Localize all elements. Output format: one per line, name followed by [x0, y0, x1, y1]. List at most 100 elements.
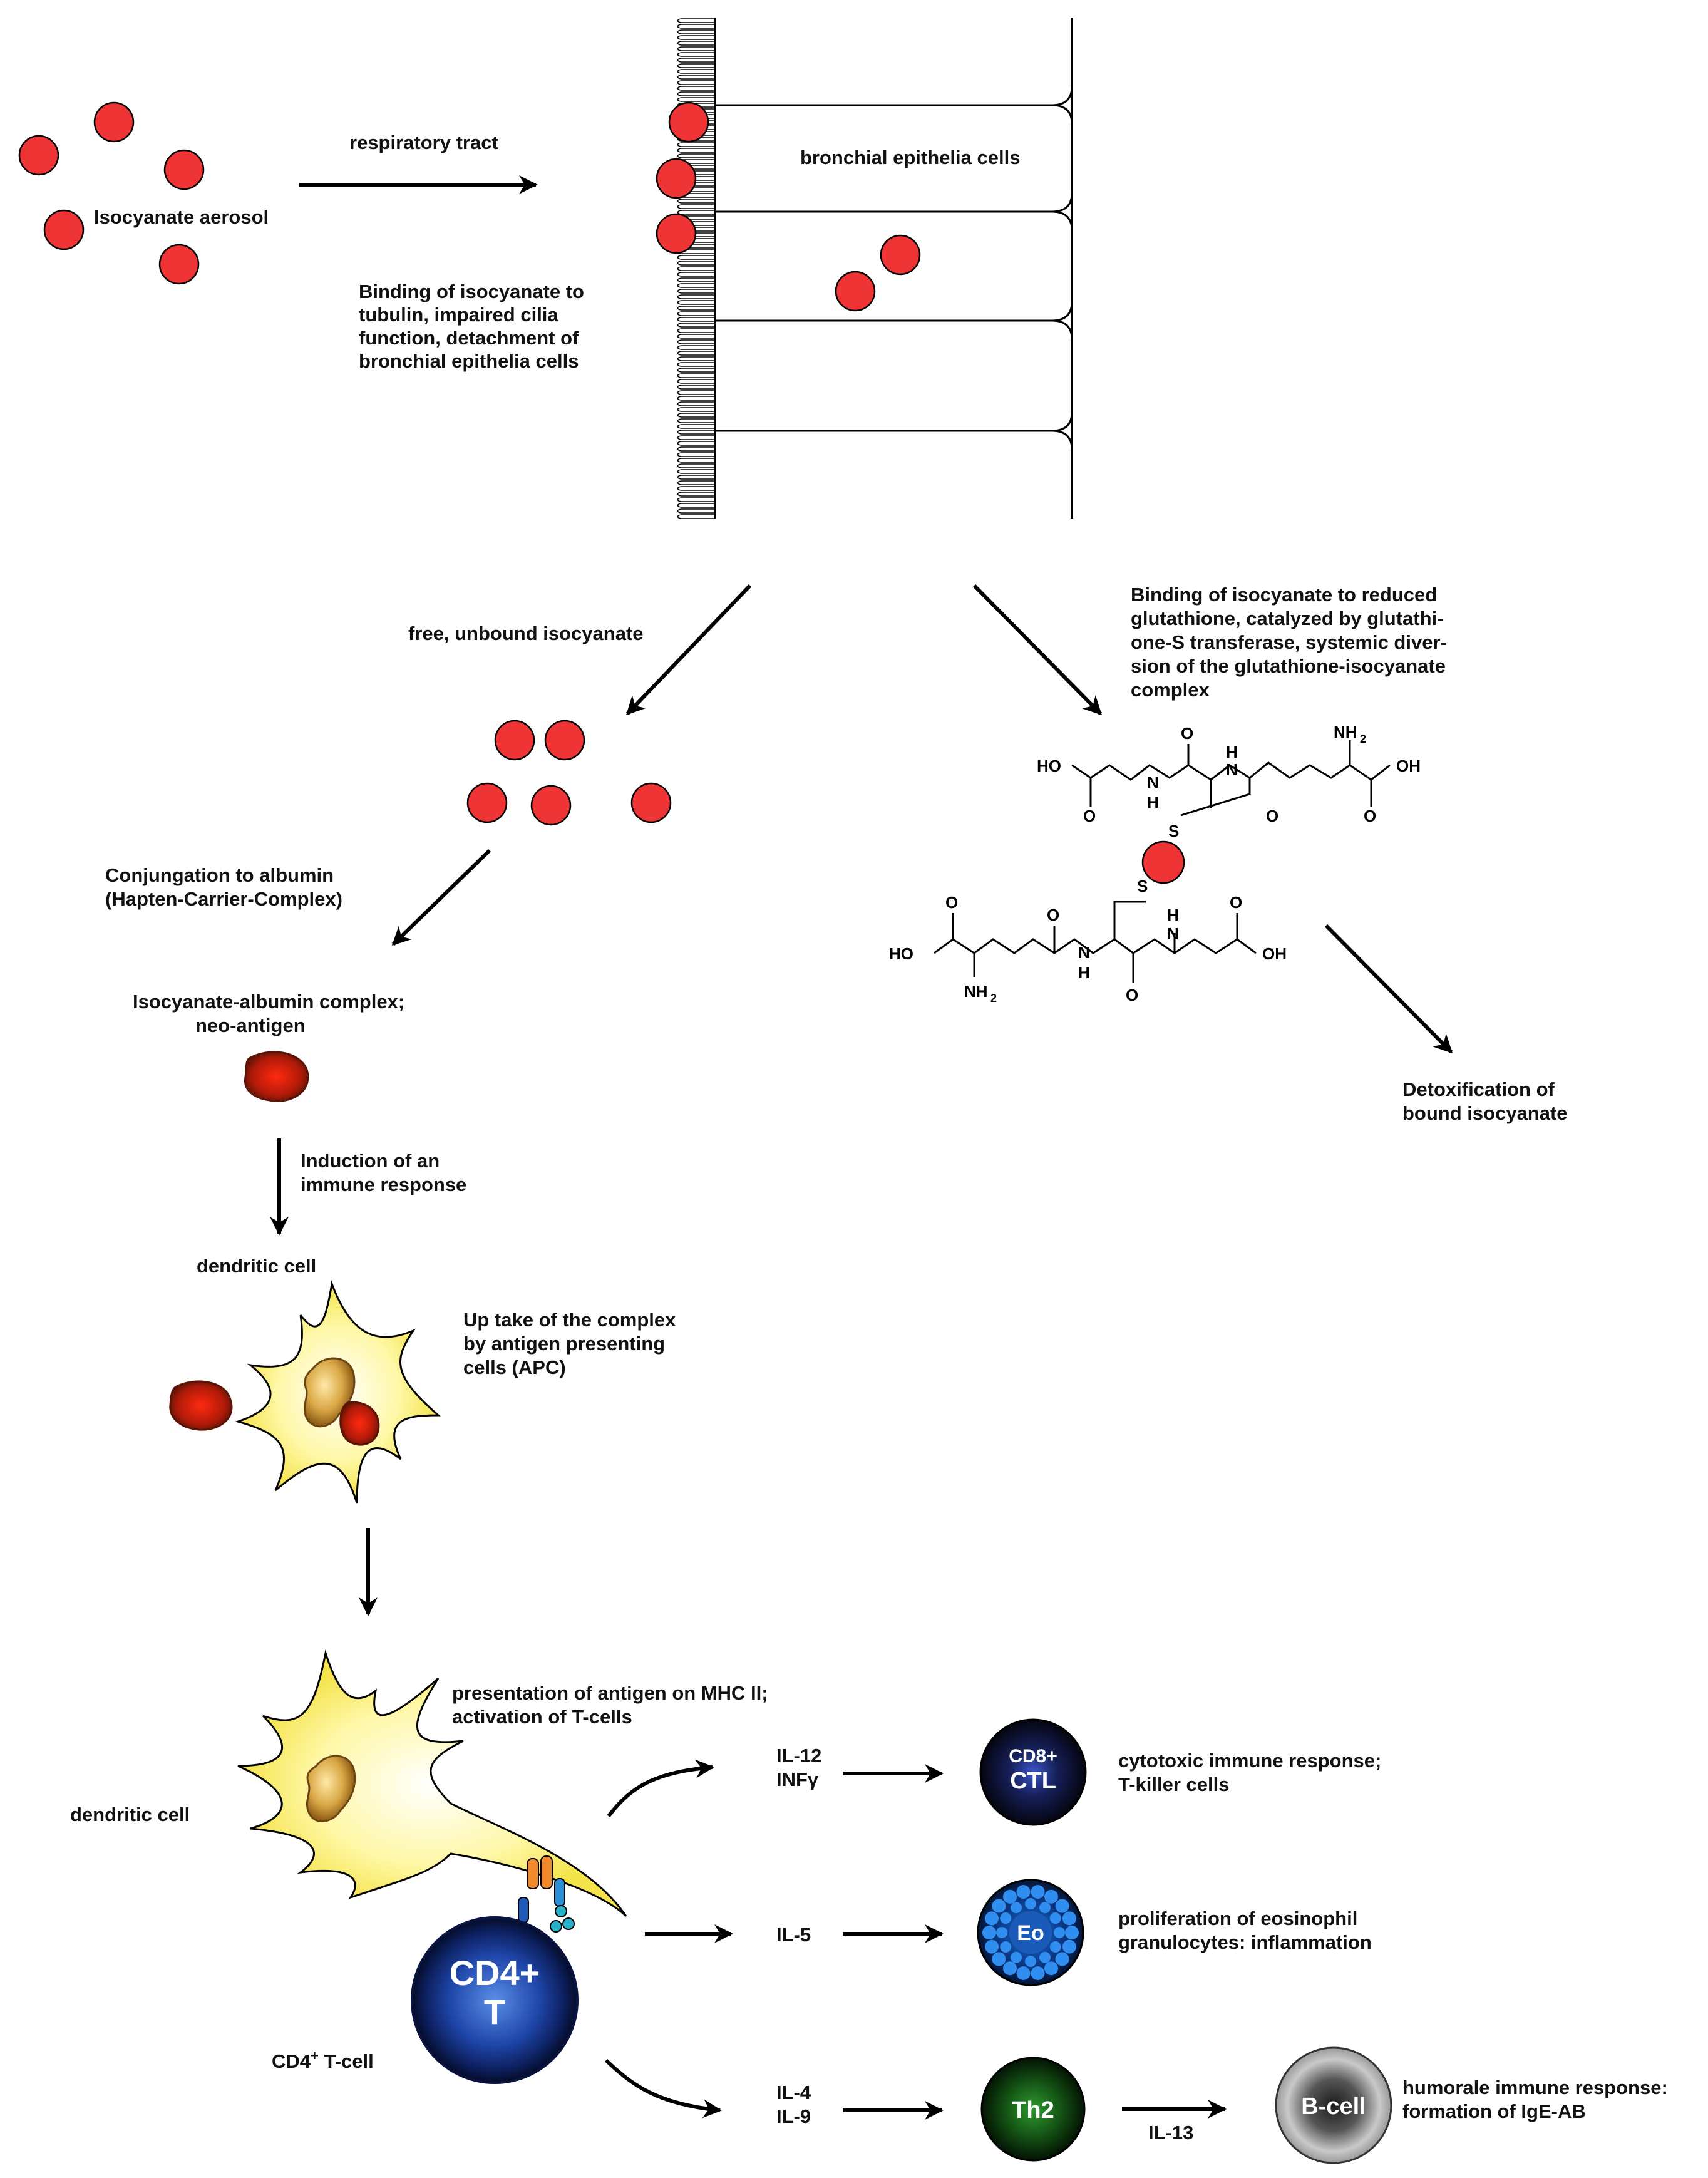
dendritic-cell-2 [237, 1649, 627, 1917]
chem-label: H [1226, 743, 1238, 761]
cilium [677, 266, 715, 271]
cilium [677, 413, 715, 418]
chem-label: H [1167, 906, 1179, 924]
cd8-cell-text: CD8+ [1009, 1746, 1057, 1767]
cilium [677, 424, 715, 429]
chem-label: O [1364, 807, 1376, 825]
eosinophil-granule [1003, 1961, 1017, 1976]
epithelial-cell-walls [715, 86, 1073, 450]
cilium [677, 80, 715, 85]
cilium [677, 300, 715, 305]
detoxification-text: Detoxification of bound isocyanate [1402, 1078, 1568, 1124]
arrow-to-free-isocyanate [625, 584, 752, 716]
chem-label: H [1147, 793, 1159, 812]
eosinophil-granules [982, 1885, 1079, 1980]
cilium [677, 475, 715, 480]
chem-label: O [1181, 724, 1193, 743]
eosinophil-granule [992, 1952, 1006, 1966]
eosinophil-granule [1055, 1899, 1069, 1913]
chem-label: OH [1262, 944, 1287, 963]
chem-labels: HO O N H O H N O NH 2 OH O S S O HO NH 2… [889, 723, 1421, 1004]
cilium [677, 277, 715, 282]
cilium [677, 385, 715, 390]
cd4-cell-text: T [484, 1992, 505, 2031]
albumin-complex-text: Isocyanate-albumin complex; neo-antigen [133, 991, 410, 1036]
cilium [677, 63, 715, 68]
cilium [677, 497, 715, 502]
cilium [677, 401, 715, 406]
arrow-to-detoxification [1324, 924, 1453, 1054]
cilium [677, 294, 715, 299]
eosinophil-granule [1062, 1939, 1076, 1954]
cilium [677, 452, 715, 457]
il9-label: IL-9 [776, 2105, 811, 2127]
eosinophil-granule [1062, 1911, 1076, 1926]
cilium [677, 351, 715, 356]
cd4-t-cell [411, 1916, 579, 2084]
eosinophil-text: proliferation of eosinophil granulocytes… [1118, 1907, 1372, 1953]
chem-label: HO [1037, 756, 1061, 775]
eosinophil-granule [1049, 1941, 1061, 1953]
cd3-icon [555, 1905, 567, 1917]
albumin-complex-icon [244, 1051, 309, 1102]
internalized-complex-icon [339, 1401, 380, 1446]
glutathione-lower-bonds [934, 901, 1257, 983]
eosinophil-granule [985, 1911, 999, 1926]
cilium [677, 373, 715, 378]
cilium [677, 390, 715, 395]
isocyanate-bead [544, 720, 585, 761]
isocyanate-bead [43, 209, 85, 250]
eosinophil-granule [1065, 1926, 1079, 1939]
chem-label: OH [1396, 756, 1421, 775]
eosinophil-granule [1000, 1912, 1012, 1924]
eosinophil-granule [982, 1926, 996, 1939]
chem-label: O [1266, 807, 1278, 825]
dendritic-cell-label-2: dendritic cell [70, 1804, 190, 1825]
cilium [677, 91, 715, 96]
eosinophil-granule [1016, 1885, 1031, 1899]
isocyanate-bead [93, 101, 135, 143]
cilium [677, 328, 715, 333]
chem-label: O [945, 893, 958, 912]
eosinophil-granule [1054, 1927, 1065, 1938]
cilium [677, 486, 715, 491]
chem-label: N [1167, 924, 1179, 943]
cilium [677, 58, 715, 63]
cilium [677, 97, 715, 102]
cilium [677, 446, 715, 452]
cilium [677, 492, 715, 497]
eosinophil-granule [1039, 1951, 1051, 1963]
chem-subscript: 2 [1360, 733, 1366, 745]
chem-label: N [1078, 943, 1090, 962]
cilium [677, 210, 715, 215]
cilium [677, 379, 715, 384]
chem-subscript: 2 [990, 992, 997, 1004]
cilium [677, 339, 715, 344]
cd8-ctl-cell [979, 1718, 1087, 1826]
arrow-to-il12 [607, 1759, 714, 1817]
cilium [677, 75, 715, 80]
cilium [677, 430, 715, 435]
isocyanate-bead-bound [668, 101, 709, 143]
cilium [677, 255, 715, 260]
chem-label: O [1126, 986, 1138, 1004]
cd8-cell-text: CTL [1010, 1768, 1056, 1794]
cilium [677, 148, 715, 153]
eosinophil-granule [1025, 1956, 1036, 1967]
b-cell [1275, 2046, 1392, 2164]
isocyanate-bead-conjugated [1141, 840, 1185, 884]
cilium [677, 289, 715, 294]
cilium [677, 508, 715, 514]
presentation-text: presentation of antigen on MHC II; activ… [452, 1682, 773, 1728]
eosinophil-granule [1044, 1961, 1058, 1976]
albumin-complex-icon [169, 1380, 233, 1431]
free-isocyanate-cluster [466, 720, 672, 826]
binding-tubulin-text: Binding of isocyanate to tubulin, impair… [359, 281, 590, 372]
dendritic-nucleus-2 [306, 1755, 356, 1822]
cilium [677, 18, 715, 23]
bronchial-epithelium [656, 18, 1073, 519]
cilium [677, 396, 715, 401]
chem-label: NH [964, 982, 988, 1001]
chem-label: O [1083, 807, 1096, 825]
